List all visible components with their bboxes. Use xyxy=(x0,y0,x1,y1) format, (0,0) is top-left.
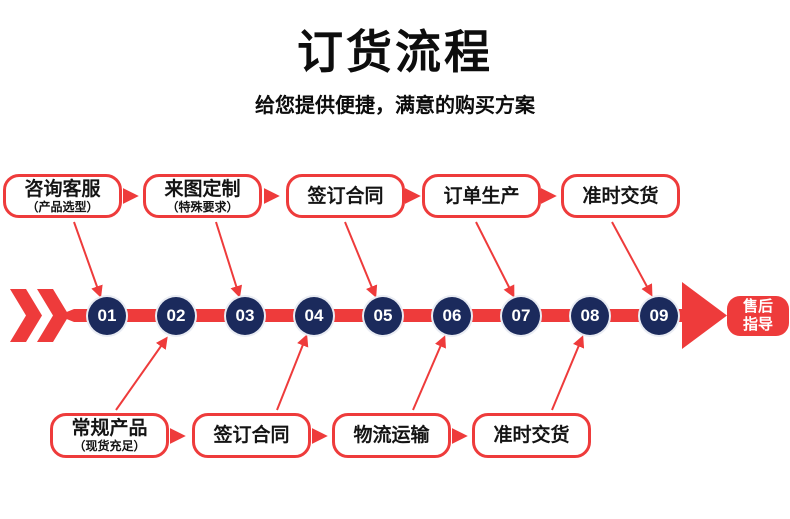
timeline-start-chevron-icon xyxy=(10,289,69,342)
step-label: 准时交货 xyxy=(493,425,570,446)
page-subtitle: 给您提供便捷，满意的购买方案 xyxy=(255,95,535,117)
step-box-custom-drawing: 来图定制 （特殊要求） xyxy=(143,174,262,218)
timeline-node-02: 02 xyxy=(157,297,195,335)
step-label: 签订合同 xyxy=(213,425,290,446)
page-title: 订货流程 xyxy=(297,26,493,78)
step-label: 咨询客服 xyxy=(24,178,101,200)
timeline-node-03: 03 xyxy=(226,297,264,335)
step-label: 签订合同 xyxy=(307,185,384,207)
timeline-node-09: 09 xyxy=(640,297,678,335)
step-box-consult: 咨询客服 （产品选型） xyxy=(3,174,122,218)
step-label: 常规产品 xyxy=(71,418,148,439)
timeline-node-05: 05 xyxy=(364,297,402,335)
step-box-sign-contract-top: 签订合同 xyxy=(286,174,405,218)
top-connector-arrows xyxy=(73,221,653,298)
timeline-node-07: 07 xyxy=(502,297,540,335)
after-sales-badge: 售后 指导 xyxy=(727,296,789,336)
bottom-connector-arrows xyxy=(115,334,585,411)
step-label: 订单生产 xyxy=(443,185,520,207)
timeline-end-arrow-icon xyxy=(682,282,727,349)
step-label: 物流运输 xyxy=(353,425,430,446)
timeline-node-06: 06 xyxy=(433,297,471,335)
step-sublabel: （现货充足） xyxy=(73,439,146,453)
step-box-logistics: 物流运输 xyxy=(332,413,451,458)
step-label: 来图定制 xyxy=(164,178,241,200)
step-box-order-production: 订单生产 xyxy=(422,174,541,218)
after-sales-line1: 售后 xyxy=(742,298,773,315)
after-sales-line2: 指导 xyxy=(742,316,773,333)
timeline-node-01: 01 xyxy=(88,297,126,335)
step-box-sign-contract-bottom: 签订合同 xyxy=(192,413,311,458)
timeline-node-08: 08 xyxy=(571,297,609,335)
timeline-node-04: 04 xyxy=(295,297,333,335)
step-box-on-time-delivery-bottom: 准时交货 xyxy=(472,413,591,458)
step-sublabel: （产品选型） xyxy=(26,199,99,214)
step-label: 准时交货 xyxy=(582,185,659,207)
step-box-regular-product: 常规产品 （现货充足） xyxy=(50,413,169,458)
step-box-on-time-delivery-top: 准时交货 xyxy=(561,174,680,218)
step-sublabel: （特殊要求） xyxy=(166,199,239,214)
